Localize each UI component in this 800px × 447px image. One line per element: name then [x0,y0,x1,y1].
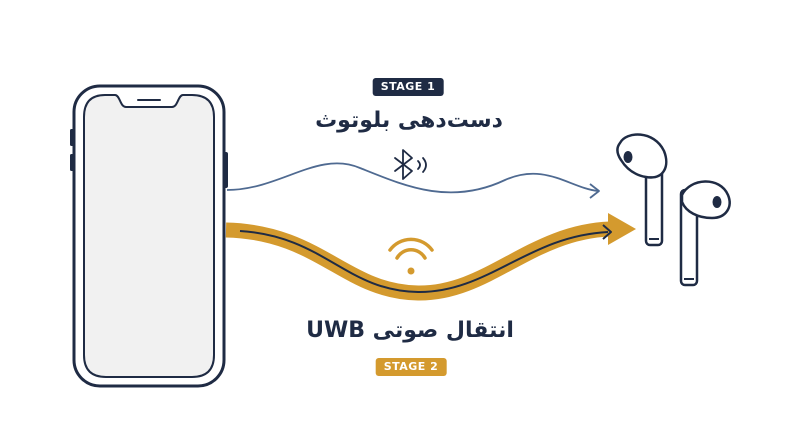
wifi-signal-icon [388,237,434,275]
stage1-title: دست‌دهی بلوتوث [315,108,503,133]
right-earbud-icon [679,180,731,287]
stage2-title: انتقال صوتی UWB [306,318,514,343]
bluetooth-handshake-path [226,162,600,199]
earbuds-icon [616,133,731,287]
left-earbud-icon [616,133,668,247]
bluetooth-icon [394,149,427,180]
smartphone-icon [70,84,228,388]
stage1-badge: STAGE 1 [372,78,444,96]
stage2-badge: STAGE 2 [375,358,447,376]
uwb-transfer-path [225,213,636,301]
